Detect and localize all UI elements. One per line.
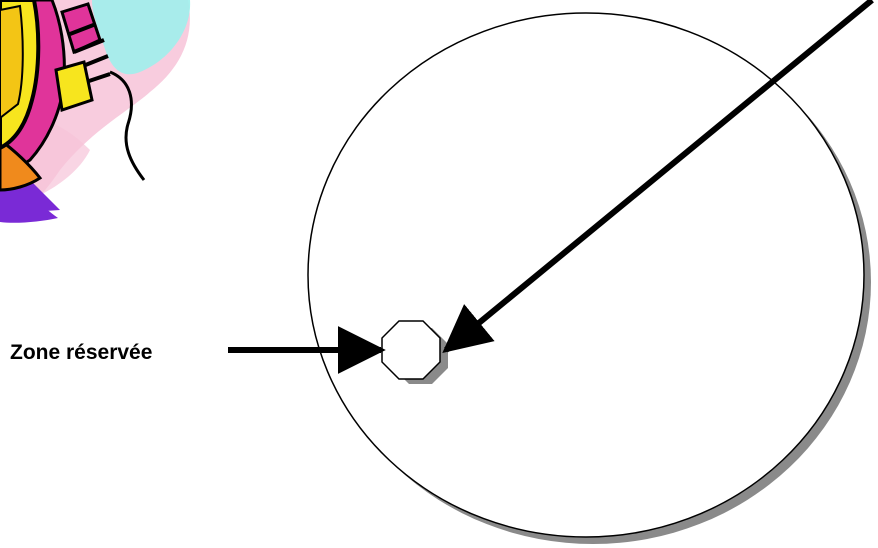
reserved-zone-octagon <box>382 321 440 379</box>
reserved-zone-label: Zone réservée <box>10 341 152 365</box>
computer-clipart-icon <box>0 0 190 223</box>
large-circle <box>308 13 864 537</box>
